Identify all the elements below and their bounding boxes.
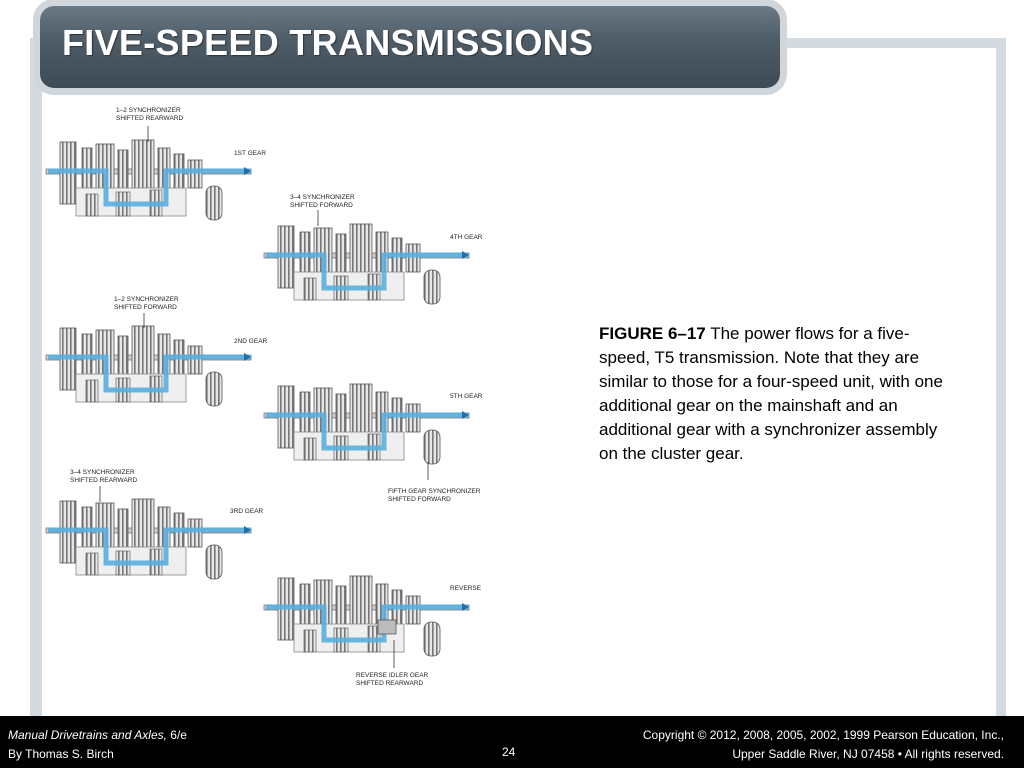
slide-title: FIVE-SPEED TRANSMISSIONS (62, 22, 594, 63)
label-reverse: REVERSE (450, 585, 482, 592)
label-2nd-note2: SHIFTED FORWARD (114, 304, 177, 311)
caption-text: The power flows for a five-speed, T5 tra… (599, 324, 943, 463)
title-bar: FIVE-SPEED TRANSMISSIONS (40, 6, 780, 88)
footer-copyright: Copyright © 2012, 2008, 2005, 2002, 1999… (643, 726, 1004, 764)
diagram-3rd-gear: 3–4 SYNCHRONIZER SHIFTED REARWARD 3RD GE… (46, 469, 264, 579)
footer-left: Manual Drivetrains and Axles, 6/e By Tho… (8, 726, 187, 764)
label-3rd-gear: 3RD GEAR (230, 508, 264, 515)
diagram-1st-gear: 1–2 SYNCHRONIZER SHIFTED REARWARD 1ST GE… (46, 107, 266, 220)
label-1st-gear: 1ST GEAR (234, 150, 266, 157)
diagram-reverse: REVERSE REVERSE IDLER GEAR SHIFTED REARW… (264, 576, 482, 687)
book-edition: 6/e (166, 728, 187, 742)
diagram-5th-gear: 5TH GEAR FIFTH GEAR SYNCHRONIZER SHIFTED… (264, 384, 483, 503)
label-1st-note1: 1–2 SYNCHRONIZER (116, 107, 181, 114)
figure-caption: FIGURE 6–17 The power flows for a five-s… (599, 322, 949, 466)
power-flow-diagrams: 1–2 SYNCHRONIZER SHIFTED REARWARD 1ST GE… (38, 107, 483, 687)
transmission-figure: 1–2 SYNCHRONIZER SHIFTED REARWARD 1ST GE… (38, 100, 500, 692)
label-4th-note2: SHIFTED FORWARD (290, 202, 353, 209)
page-number: 24 (502, 745, 516, 759)
label-5th-note1: FIFTH GEAR SYNCHRONIZER (388, 488, 481, 495)
label-3rd-note2: SHIFTED REARWARD (70, 477, 137, 484)
diagram-2nd-gear: 1–2 SYNCHRONIZER SHIFTED FORWARD 2ND GEA… (46, 296, 268, 406)
copyright-line-2: Upper Saddle River, NJ 07458 • All right… (732, 747, 1004, 761)
label-3rd-note1: 3–4 SYNCHRONIZER (70, 469, 135, 476)
label-5th-gear: 5TH GEAR (450, 393, 483, 400)
label-reverse-note1: REVERSE IDLER GEAR (356, 672, 429, 679)
book-title: Manual Drivetrains and Axles, (8, 728, 167, 742)
label-5th-note2: SHIFTED FORWARD (388, 496, 451, 503)
figure-label: FIGURE 6–17 (599, 324, 706, 343)
footer-bar: Manual Drivetrains and Axles, 6/e By Tho… (0, 716, 1024, 768)
label-4th-note1: 3–4 SYNCHRONIZER (290, 194, 355, 201)
book-author: By Thomas S. Birch (8, 747, 114, 761)
label-2nd-note1: 1–2 SYNCHRONIZER (114, 296, 179, 303)
label-reverse-note2: SHIFTED REARWARD (356, 680, 423, 687)
label-2nd-gear: 2ND GEAR (234, 338, 268, 345)
diagram-4th-gear: 3–4 SYNCHRONIZER SHIFTED FORWARD 4TH GEA… (264, 194, 483, 304)
label-4th-gear: 4TH GEAR (450, 234, 483, 241)
label-1st-note2: SHIFTED REARWARD (116, 115, 183, 122)
copyright-line-1: Copyright © 2012, 2008, 2005, 2002, 1999… (642, 728, 1004, 742)
